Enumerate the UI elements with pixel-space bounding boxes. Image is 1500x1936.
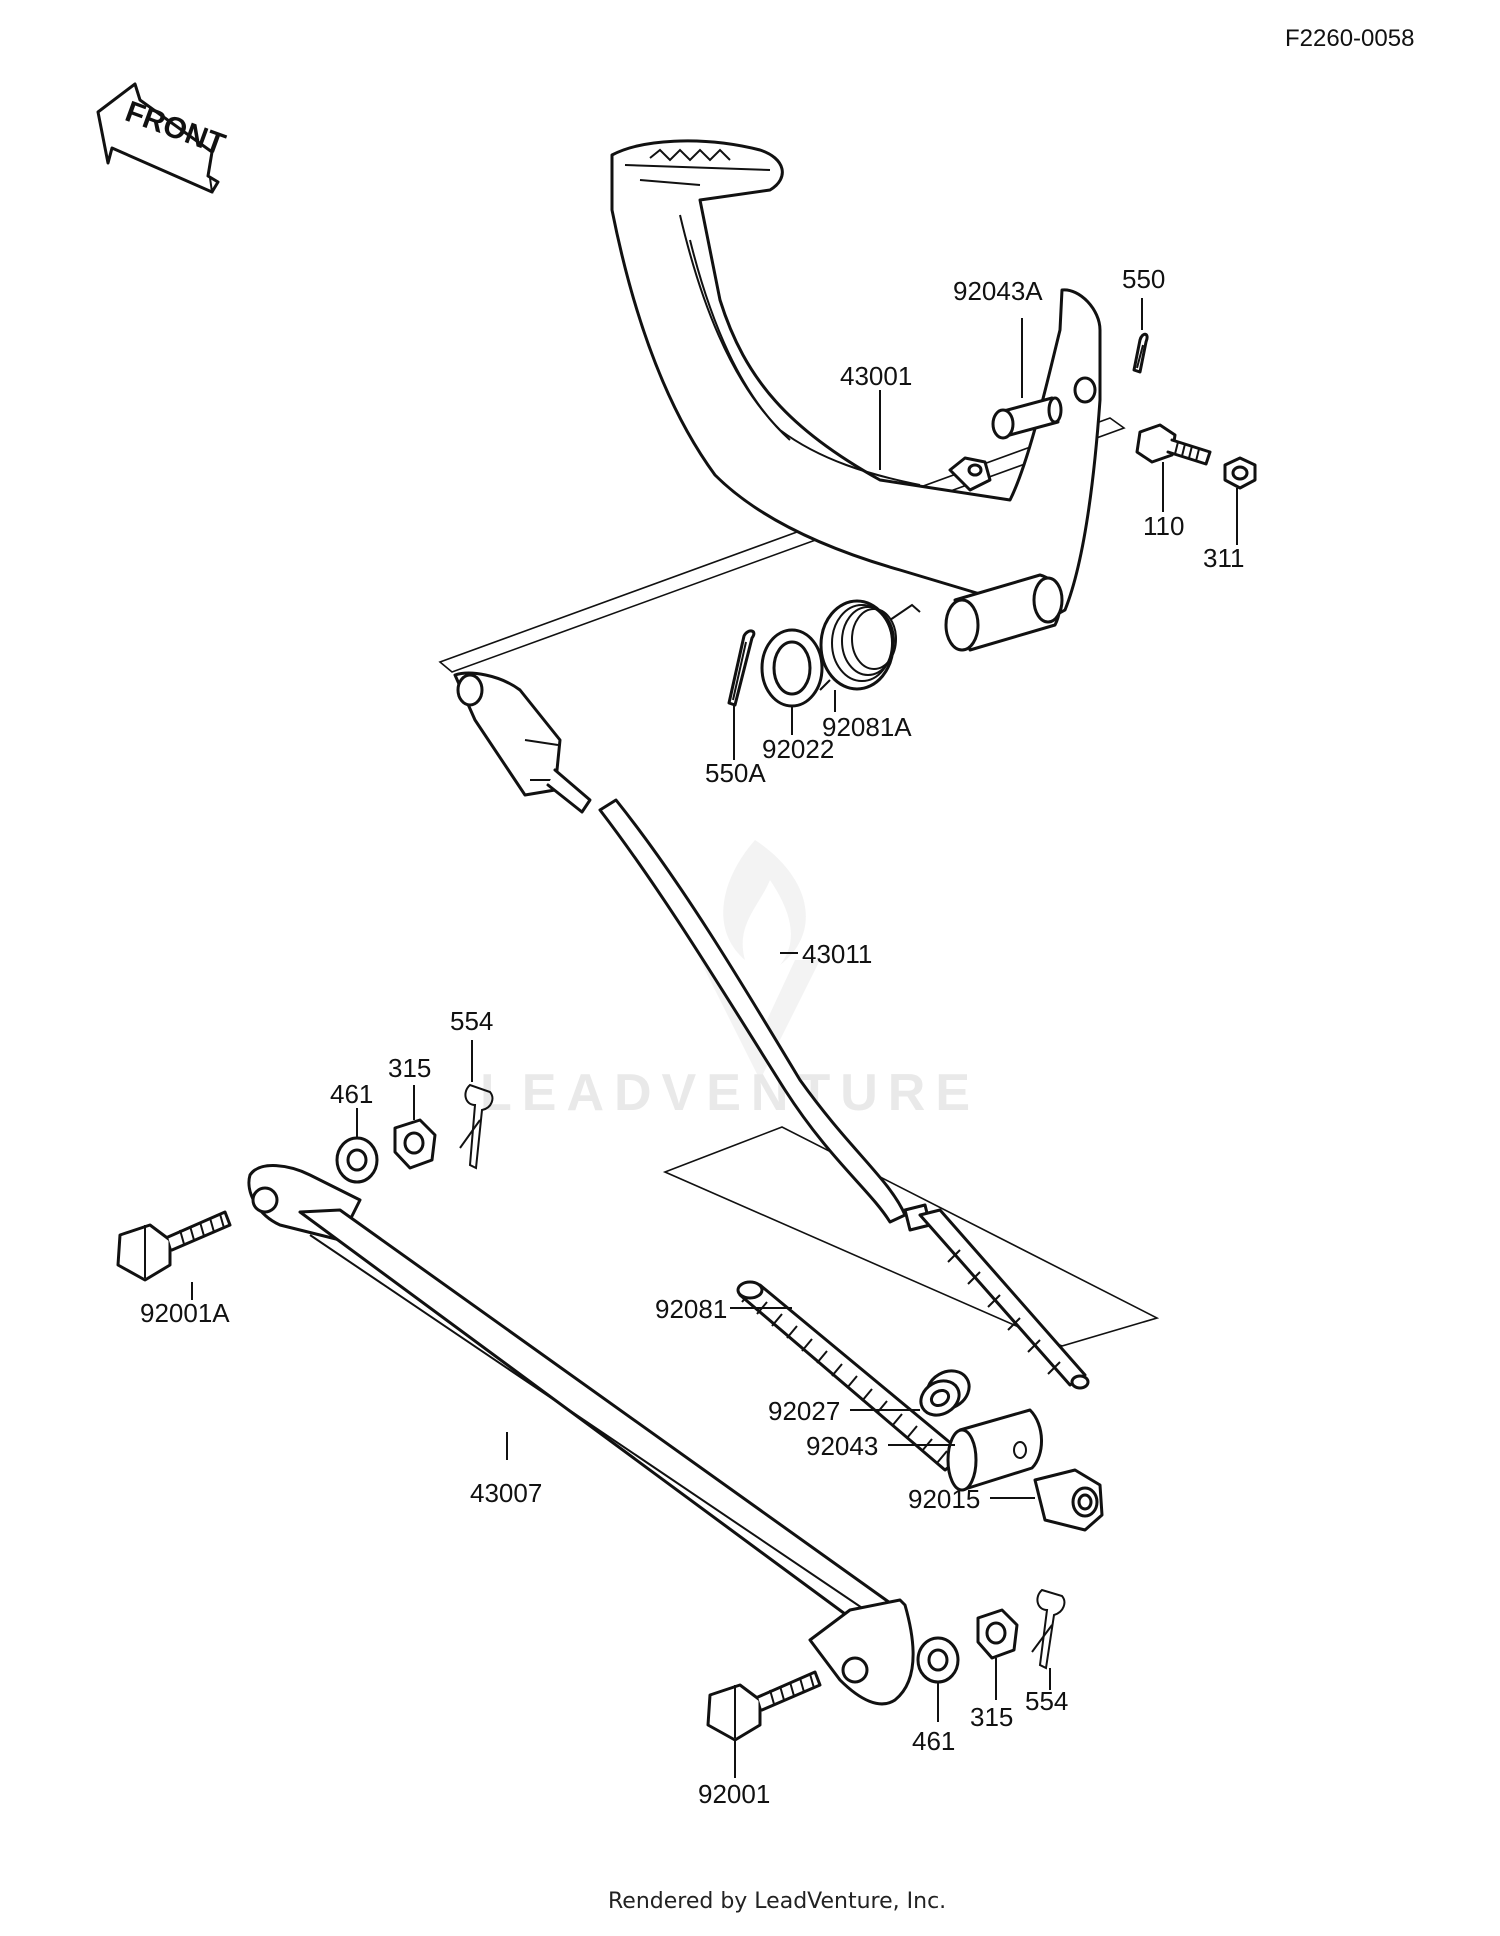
part-label-554-lower: 554 <box>1025 1686 1068 1716</box>
clip-554-upper <box>459 1083 494 1170</box>
part-label-315-upper: 315 <box>388 1053 431 1083</box>
pin-92043a <box>991 396 1063 440</box>
part-label-311: 311 <box>1203 543 1244 573</box>
part-label-550: 550 <box>1122 264 1165 294</box>
washer-461-upper <box>335 1136 379 1184</box>
part-label-92081: 92081 <box>655 1294 727 1324</box>
clip-554-lower <box>1031 1588 1066 1670</box>
part-label-43011: 43011 <box>802 939 872 969</box>
watermark-text: LEADVENTURE <box>480 1064 980 1122</box>
leader-lines <box>191 298 1238 1778</box>
washer-92022 <box>760 628 824 708</box>
part-label-92043a: 92043A <box>953 276 1043 306</box>
part-label-550a: 550A <box>705 758 766 788</box>
part-label-92001a: 92001A <box>140 1298 230 1328</box>
diagram-id: F2260-0058 <box>1285 25 1414 52</box>
collar-92027 <box>919 1369 971 1417</box>
part-label-461-upper: 461 <box>330 1079 373 1109</box>
part-label-92022: 92022 <box>762 734 834 764</box>
part-label-92081a: 92081A <box>822 712 912 742</box>
link-rod <box>247 1164 915 1706</box>
part-labels: 550 92043A 43001 110 311 92081A 92022 55… <box>140 264 1244 1809</box>
nut-315-upper <box>393 1118 437 1170</box>
front-arrow-icon: FRONT <box>96 82 229 194</box>
part-label-92027: 92027 <box>768 1396 840 1426</box>
part-label-92015: 92015 <box>908 1484 980 1514</box>
part-label-461-lower: 461 <box>912 1726 955 1756</box>
pin-92043 <box>946 1408 1043 1492</box>
part-label-92043: 92043 <box>806 1431 878 1461</box>
bolt-92001 <box>706 1670 822 1742</box>
bolt-92001a <box>116 1210 232 1282</box>
footer-credit: Rendered by LeadVenture, Inc. <box>608 1889 946 1914</box>
brake-rod <box>453 671 1090 1390</box>
cotter-pin-550 <box>1132 332 1149 374</box>
nut-315-lower <box>976 1608 1019 1660</box>
part-label-92001: 92001 <box>698 1779 770 1809</box>
cotter-pin-550a <box>727 629 756 707</box>
brake-pedal <box>610 139 1102 652</box>
washer-461-lower <box>916 1636 960 1684</box>
bolt-110 <box>1135 423 1212 466</box>
part-label-315-lower: 315 <box>970 1702 1013 1732</box>
nut-92015 <box>1033 1468 1104 1532</box>
nut-311 <box>1223 456 1257 490</box>
torsion-spring-92081a <box>819 599 921 691</box>
part-label-110: 110 <box>1143 511 1184 541</box>
part-label-43001: 43001 <box>840 361 912 391</box>
spring-assembly-outline <box>662 1126 1160 1347</box>
part-label-43007: 43007 <box>470 1478 542 1508</box>
part-label-554-upper: 554 <box>450 1006 493 1036</box>
